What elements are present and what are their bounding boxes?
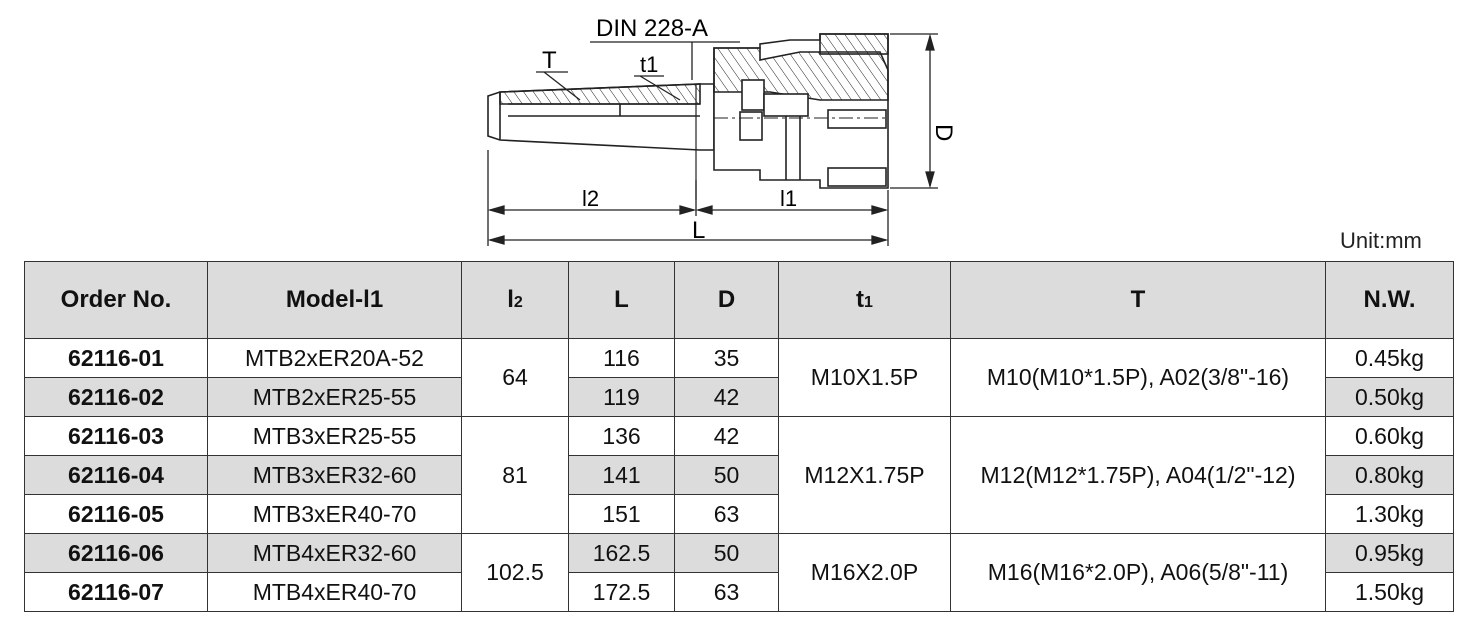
t1-label: t1 — [640, 52, 658, 77]
header-l2: l2 — [461, 261, 569, 339]
model-cell: MTB3xER40-70 — [207, 494, 462, 534]
D-cell: 63 — [674, 572, 779, 612]
l2-cell: 64 — [461, 338, 569, 417]
model-cell: MTB4xER32-60 — [207, 533, 462, 573]
header-L: L — [568, 261, 675, 339]
l1-dim-label: l1 — [780, 186, 797, 211]
din-label: DIN 228-A — [596, 15, 708, 42]
unit-label: Unit:mm — [1340, 228, 1422, 253]
L-dim-label: L — [692, 217, 705, 244]
order-no-cell: 62116-03 — [24, 416, 208, 456]
D-cell: 50 — [674, 455, 779, 495]
l2-cell: 102.5 — [461, 533, 569, 612]
T-cell: M10(M10*1.5P), A02(3/8"-16) — [950, 338, 1326, 417]
table-row: 62116-07 MTB4xER40-70 172.5 63 1.50kg — [24, 572, 1454, 612]
t1-cell: M10X1.5P — [778, 338, 951, 417]
header-nw: N.W. — [1325, 261, 1454, 339]
T-cell: M16(M16*2.0P), A06(5/8"-11) — [950, 533, 1326, 612]
order-no-cell: 62116-07 — [24, 572, 208, 612]
table-row: 62116-05 MTB3xER40-70 151 63 1.30kg — [24, 494, 1454, 534]
holder-body — [713, 33, 889, 189]
D-cell: 42 — [674, 377, 779, 417]
nw-cell: 0.80kg — [1325, 455, 1454, 495]
technical-drawing: DIN 228-A T t1 l2 l1 L D — [487, 15, 957, 246]
table-row: 62116-02 MTB2xER25-55 119 42 0.50kg — [24, 377, 1454, 417]
L-cell: 151 — [568, 494, 675, 534]
L-cell: 119 — [568, 377, 675, 417]
nw-cell: 1.30kg — [1325, 494, 1454, 534]
table-row: 62116-06 MTB4xER32-60 102.5 162.5 50 M16… — [24, 533, 1454, 612]
nw-cell: 0.45kg — [1325, 338, 1454, 378]
D-dim-label: D — [930, 124, 957, 141]
D-cell: 50 — [674, 533, 779, 573]
l2-dim-label: l2 — [582, 186, 599, 211]
header-model: Model-l1 — [207, 261, 462, 339]
model-cell: MTB2xER20A-52 — [207, 338, 462, 378]
nw-cell: 0.60kg — [1325, 416, 1454, 456]
dimension-lines — [487, 33, 938, 246]
header-t1: t1 — [778, 261, 951, 339]
order-no-cell: 62116-05 — [24, 494, 208, 534]
order-no-cell: 62116-01 — [24, 338, 208, 378]
model-cell: MTB3xER32-60 — [207, 455, 462, 495]
t1-cell: M12X1.75P — [778, 416, 951, 534]
D-cell: 42 — [674, 416, 779, 456]
order-no-cell: 62116-06 — [24, 533, 208, 573]
L-cell: 172.5 — [568, 572, 675, 612]
model-cell: MTB2xER25-55 — [207, 377, 462, 417]
L-cell: 162.5 — [568, 533, 675, 573]
L-cell: 116 — [568, 338, 675, 378]
spec-table: Order No. Model-l1 l2 L D t1 T N.W. 6211… — [24, 261, 1454, 612]
order-no-cell: 62116-04 — [24, 455, 208, 495]
D-cell: 35 — [674, 338, 779, 378]
table-row: 62116-04 MTB3xER32-60 141 50 0.80kg — [24, 455, 1454, 495]
T-cell: M12(M12*1.75P), A04(1/2"-12) — [950, 416, 1326, 534]
t1-cell: M16X2.0P — [778, 533, 951, 612]
header-order-no: Order No. — [24, 261, 208, 339]
taper-shank — [487, 83, 715, 200]
model-cell: MTB3xER25-55 — [207, 416, 462, 456]
L-cell: 141 — [568, 455, 675, 495]
nw-cell: 1.50kg — [1325, 572, 1454, 612]
header-row: Order No. Model-l1 l2 L D t1 T N.W. — [24, 261, 1454, 339]
order-no-cell: 62116-02 — [24, 377, 208, 417]
l2-cell: 81 — [461, 416, 569, 534]
header-T: T — [950, 261, 1326, 339]
L-cell: 136 — [568, 416, 675, 456]
nw-cell: 0.95kg — [1325, 533, 1454, 573]
table-row: 62116-03 MTB3xER25-55 81 136 42 M12X1.75… — [24, 416, 1454, 534]
table-row: 62116-01 MTB2xER20A-52 64 116 35 M10X1.5… — [24, 338, 1454, 417]
nw-cell: 0.50kg — [1325, 377, 1454, 417]
t-label: T — [542, 47, 557, 74]
D-cell: 63 — [674, 494, 779, 534]
model-cell: MTB4xER40-70 — [207, 572, 462, 612]
header-D: D — [674, 261, 779, 339]
